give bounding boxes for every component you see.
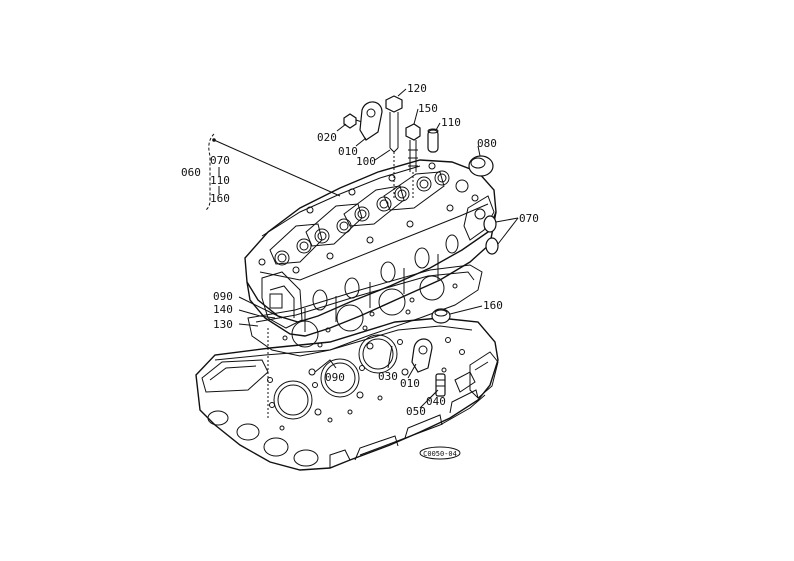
- bolt-020: [343, 113, 369, 129]
- callout-090-mid: 090: [325, 371, 345, 384]
- leader-lines: [205, 88, 519, 420]
- callout-020: 020: [317, 131, 337, 144]
- callout-110: 110: [441, 116, 461, 129]
- callout-140: 140: [213, 303, 233, 316]
- callout-030: 030: [378, 370, 398, 383]
- callout-labels: 120 150 110 080 020 010 100 060 070 110 …: [181, 82, 539, 418]
- callout-090-left: 090: [213, 290, 233, 303]
- callout-130: 130: [213, 318, 233, 331]
- callout-160: 160: [483, 299, 503, 312]
- callout-120: 120: [407, 82, 427, 95]
- nozzle-150: [405, 123, 421, 172]
- cylinder-head: [244, 159, 497, 337]
- drawing-code: C0050-04: [423, 450, 457, 458]
- plug-080: [468, 155, 494, 177]
- plugs-070: [483, 215, 499, 255]
- callout-group-160: 160: [210, 192, 230, 205]
- callout-010-mid: 010: [400, 377, 420, 390]
- callout-050: 050: [406, 405, 426, 418]
- sleeve-110: [427, 128, 439, 153]
- callout-080: 080: [477, 137, 497, 150]
- engine-block: [195, 317, 499, 471]
- hanger-010-top: [359, 101, 383, 141]
- cap-160: [431, 308, 451, 324]
- stud-050: [435, 373, 446, 397]
- callout-100: 100: [356, 155, 376, 168]
- bolt-120: [385, 95, 403, 153]
- callout-150: 150: [418, 102, 438, 115]
- callout-group-110: 110: [210, 174, 230, 187]
- callout-070-right: 070: [519, 212, 539, 225]
- callout-010-top: 010: [338, 145, 358, 158]
- callout-group-070: 070: [210, 154, 230, 167]
- callout-040: 040: [426, 395, 446, 408]
- drawing-code-stamp: C0050-04: [419, 446, 461, 460]
- callout-060: 060: [181, 166, 201, 179]
- hanger-010-mid: [411, 338, 433, 373]
